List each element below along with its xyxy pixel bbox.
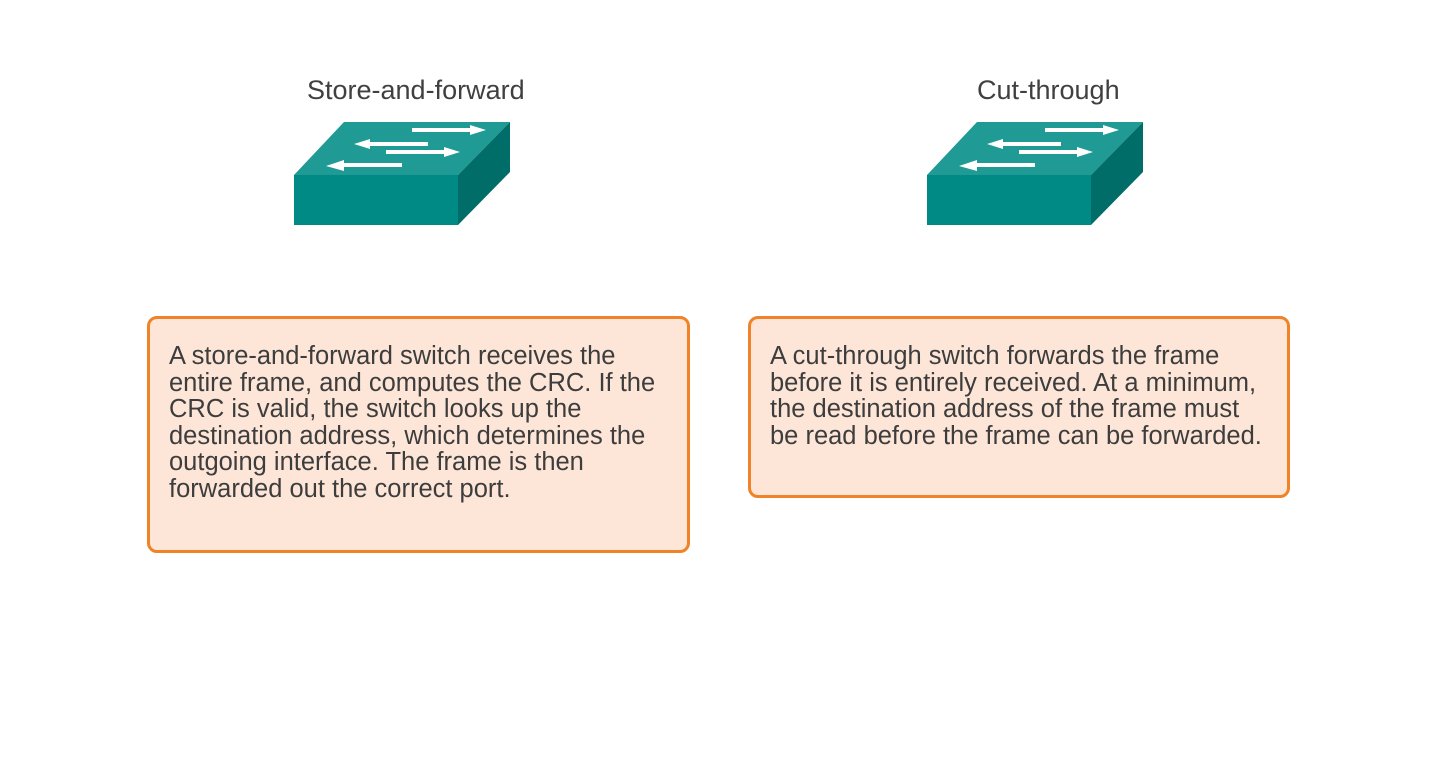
cut-through-title: Cut-through	[977, 75, 1120, 105]
switch-icon	[294, 122, 510, 225]
switch-arrows	[959, 125, 1119, 171]
store-and-forward-title: Store-and-forward	[307, 75, 525, 105]
cut-through-description: A cut-through switch forwards the frame …	[748, 316, 1290, 498]
store-and-forward-description: A store-and-forward switch receives the …	[147, 316, 690, 553]
switch-top-face	[927, 122, 1143, 175]
switch-front-face	[294, 175, 458, 225]
switch-icon	[927, 122, 1143, 225]
switch-front-face	[927, 175, 1091, 225]
switch-arrows	[326, 125, 486, 171]
switch-top-face	[294, 122, 510, 175]
switch-side-face	[458, 122, 510, 225]
switch-side-face	[1091, 122, 1143, 225]
